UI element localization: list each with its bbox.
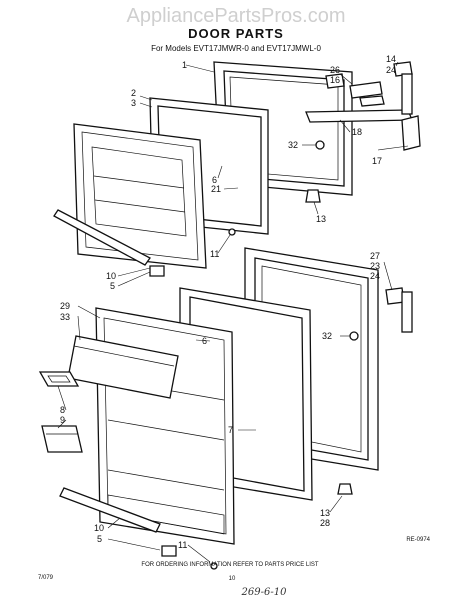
freezer-door-liner xyxy=(73,123,207,269)
callout-14: 14 xyxy=(386,54,396,64)
callout-18: 18 xyxy=(352,127,362,137)
watermark: AppliancePartsPros.com xyxy=(127,5,346,27)
dairy-door xyxy=(67,335,179,399)
diagram-code: RE-0974 xyxy=(406,537,430,543)
callout-3: 3 xyxy=(131,98,136,108)
callout-28: 28 xyxy=(320,518,330,528)
callout-16: 16 xyxy=(330,75,340,85)
fresh-food-hinge xyxy=(385,287,413,333)
callout-32-bottom: 32 xyxy=(322,331,332,341)
callout-11-bottom: 11 xyxy=(178,540,187,550)
diagram-title: DOOR PARTS xyxy=(188,26,284,41)
callout-5-top: 5 xyxy=(110,281,115,291)
callout-24-bottom: 24 xyxy=(370,271,380,281)
callout-2: 2 xyxy=(131,88,136,98)
callout-26: 26 xyxy=(330,65,340,75)
callout-13-top: 13 xyxy=(316,214,326,224)
screw-fasteners-top xyxy=(149,140,325,277)
callout-24-top: 24 xyxy=(386,65,396,75)
callout-1: 1 xyxy=(182,60,187,70)
callout-13-bottom: 13 xyxy=(320,508,330,518)
callout-6-bottom: 6 xyxy=(202,336,207,346)
callout-21: 21 xyxy=(211,184,221,194)
callout-8: 8 xyxy=(60,405,65,415)
freezer-hinge-bracket xyxy=(305,61,421,151)
callout-7: 7 xyxy=(228,425,233,435)
callout-33: 33 xyxy=(60,312,70,322)
callout-27: 27 xyxy=(370,251,380,261)
callout-11-top: 11 xyxy=(210,249,219,259)
callout-10-top: 10 xyxy=(106,271,116,281)
handwritten-note: 269-6-10 xyxy=(241,587,288,598)
callout-29: 29 xyxy=(60,301,70,311)
callout-23: 23 xyxy=(370,261,380,271)
screw-fasteners-bottom xyxy=(161,331,359,570)
callout-9: 9 xyxy=(60,415,65,425)
leader-lines xyxy=(57,61,409,563)
page-number: 10 xyxy=(229,576,236,582)
footer-code: 7/079 xyxy=(38,575,54,581)
freezer-shelf-rail xyxy=(53,209,151,266)
ordering-note: FOR ORDERING INFORMATION REFER TO PARTS … xyxy=(141,562,318,568)
callout-5-bottom: 5 xyxy=(97,534,102,544)
callout-32-top: 32 xyxy=(288,140,298,150)
callout-10-bottom: 10 xyxy=(94,523,104,533)
bottom-shelf-rail xyxy=(59,487,161,533)
callout-labels: 1 2 3 14 24 26 16 18 32 17 6 21 13 11 10… xyxy=(60,54,396,550)
egg-compartment xyxy=(41,425,83,453)
butter-compartment xyxy=(38,371,80,387)
diagram-subtitle: For Models EVT17JMWR-0 and EVT17JMWL-0 xyxy=(151,44,321,53)
callout-6-top: 6 xyxy=(212,175,217,185)
callout-17: 17 xyxy=(372,156,382,166)
